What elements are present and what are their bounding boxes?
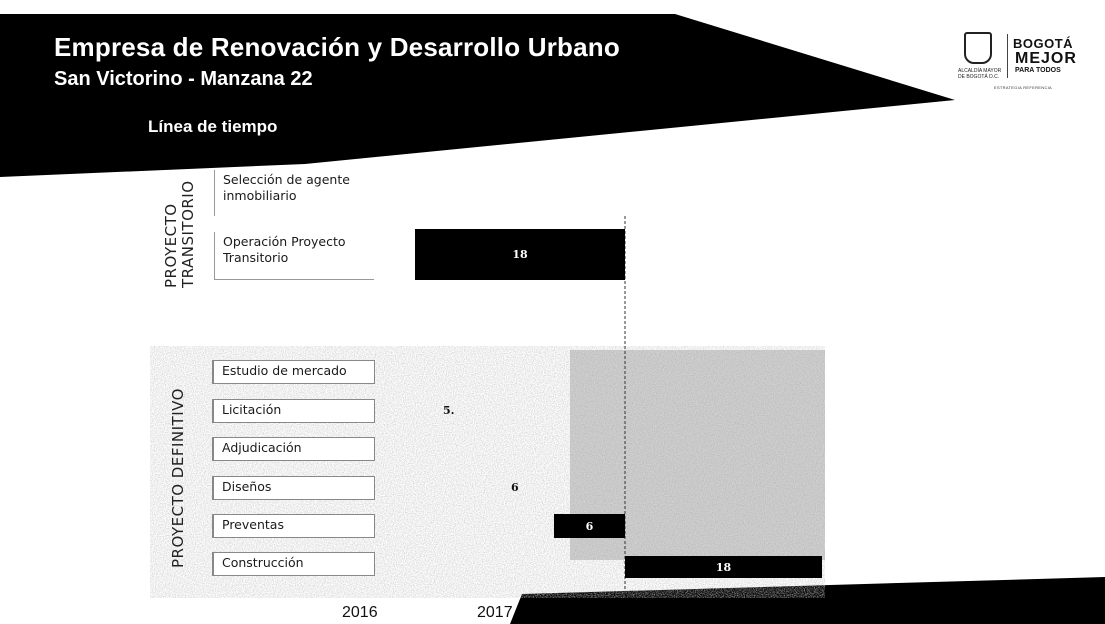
brand-line-1: BOGOTÁ xyxy=(1013,36,1074,51)
row-label-disenos: Diseños xyxy=(212,476,375,500)
header-banner xyxy=(0,14,955,177)
group-label-definitivo: PROYECTO DEFINITIVO xyxy=(169,388,187,568)
brand-line-2: MEJOR xyxy=(1015,50,1077,67)
bar-licitacion-label: 5. xyxy=(443,404,455,417)
group-label-transitorio: PROYECTO TRANSITORIO xyxy=(162,180,197,288)
logo-divider xyxy=(1007,34,1008,78)
row-label-preventas: Preventas xyxy=(212,514,375,538)
x-tick-2016: 2016 xyxy=(342,604,378,621)
bar-disenos-label: 6 xyxy=(511,481,519,494)
bar-operacion: 18 xyxy=(415,229,625,280)
project-title: San Victorino - Manzana 22 xyxy=(54,68,313,90)
bar-construccion-label: 18 xyxy=(715,560,732,574)
bar-preventas: 6 xyxy=(554,514,625,538)
row-label-seleccion: Selección de agente inmobiliario xyxy=(214,170,374,216)
row-label-construccion: Construcción xyxy=(212,552,375,576)
footer-ribbon xyxy=(510,577,1105,624)
seal-text: ALCALDÍA MAYOR DE BOGOTÁ D.C. xyxy=(958,68,1002,80)
bogota-logo: ALCALDÍA MAYOR DE BOGOTÁ D.C. BOGOTÁ MEJ… xyxy=(958,30,1078,90)
city-seal-icon xyxy=(964,32,992,64)
brand-line-3: PARA TODOS xyxy=(1015,67,1061,74)
bar-construccion: 18 xyxy=(625,556,822,578)
logo-footer: ESTRATEGIA REFERENCIA xyxy=(994,85,1053,90)
row-label-operacion: Operación Proyecto Transitorio xyxy=(214,232,374,280)
bar-preventas-label: 6 xyxy=(585,519,594,533)
bar-operacion-label: 18 xyxy=(512,248,528,261)
section-title: Línea de tiempo xyxy=(148,117,278,136)
row-label-adjudicacion: Adjudicación xyxy=(212,437,375,461)
row-label-licitacion: Licitación xyxy=(212,399,375,423)
row-label-estudio: Estudio de mercado xyxy=(212,360,375,384)
x-tick-2017: 2017 xyxy=(477,604,513,621)
org-title: Empresa de Renovación y Desarrollo Urban… xyxy=(54,32,620,62)
